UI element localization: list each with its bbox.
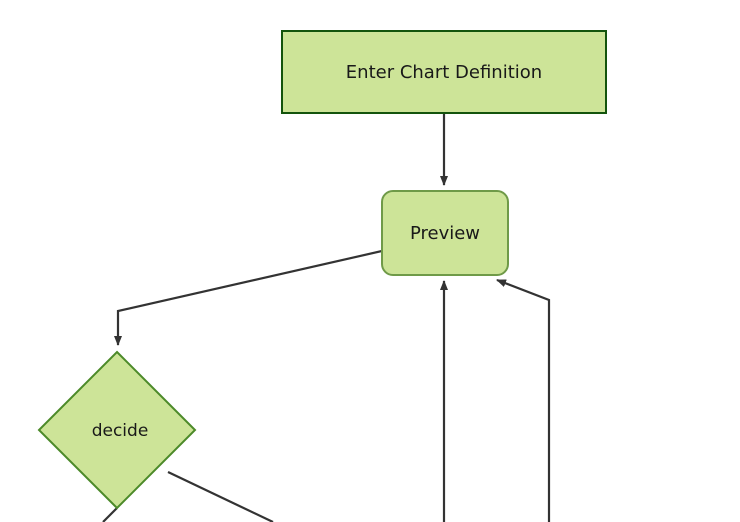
edge-decide-bottom-out: [102, 507, 118, 522]
node-enter-chart-definition-shape[interactable]: [281, 30, 607, 114]
node-enter-chart-definition[interactable]: Enter Chart Definition: [281, 30, 607, 114]
node-preview-shape[interactable]: [381, 190, 509, 276]
edge-preview-to-decide: [114, 249, 383, 346]
node-preview[interactable]: Preview: [381, 190, 509, 276]
edge-bottom-right-to-preview: [496, 278, 551, 522]
edge-decide-right-out: [167, 471, 274, 522]
edge-layer: [102, 113, 551, 522]
node-decide-shape[interactable]: [37, 350, 197, 510]
node-decide[interactable]: decide: [37, 350, 197, 510]
